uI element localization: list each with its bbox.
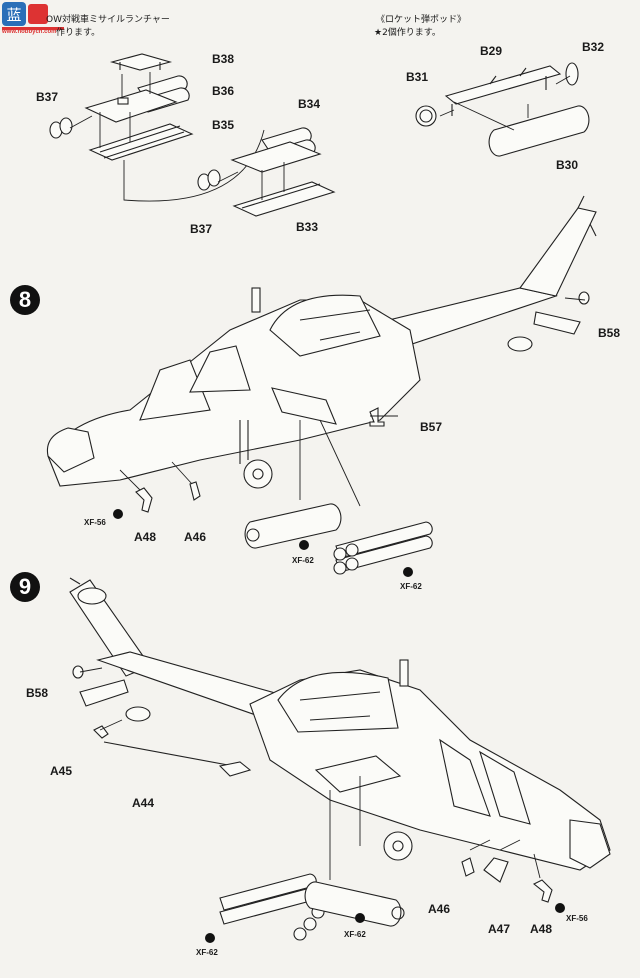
wheel-8 (243, 459, 273, 489)
paint-xf62-tow-step9: XF-62 (196, 948, 218, 957)
step-9-badge: 9 (10, 572, 40, 602)
part-b35-shape (88, 123, 194, 161)
helicopter-step9 (69, 577, 611, 943)
carriage-upper-shape (84, 89, 178, 123)
rocket-pod-note: ★2個作ります。 (374, 28, 441, 38)
tow-launcher-title: OW対戦車ミサイルランチャー (46, 15, 170, 25)
part-b31-shape (415, 105, 437, 127)
rocket-pod-diagram (415, 62, 590, 157)
label-b37-lower: B37 (190, 222, 213, 236)
part-a46b-shape (461, 857, 475, 877)
tail-fin-8 (519, 207, 597, 297)
logo-url: www.hobbycn.com (2, 29, 57, 35)
part-b58a-shape (578, 291, 590, 305)
step-8-badge: 8 (10, 285, 40, 315)
label-a48-step9: A48 (530, 922, 553, 936)
carriage-lower-shape (230, 141, 322, 173)
paint-xf56-step8: XF-56 (84, 518, 106, 527)
logo-glyph: 蓝 (6, 6, 21, 24)
paint-xf62-rocket-step8: XF-62 (292, 556, 314, 565)
hobbycn-logo: 蓝 (0, 0, 66, 30)
paint-xf56-step9: XF-56 (566, 914, 588, 923)
label-b32: B32 (582, 40, 605, 54)
label-b58-step8: B58 (598, 326, 621, 340)
tow-launcher-note: 作ります。 (56, 28, 101, 38)
tow-launcher-diagram (49, 53, 336, 217)
label-b33: B33 (296, 220, 319, 234)
label-b35: B35 (212, 118, 235, 132)
part-a46a-shape (189, 481, 201, 501)
label-b31: B31 (406, 70, 429, 84)
stub-wing-9 (314, 755, 402, 793)
part-b30-shape (488, 105, 590, 157)
label-b36: B36 (212, 84, 235, 98)
part-b33-shape (232, 181, 336, 217)
wheel-9 (383, 831, 413, 861)
part-b38-shape (109, 53, 173, 71)
label-a46-step8: A46 (184, 530, 207, 544)
label-a46-step9: A46 (428, 902, 451, 916)
rocket-pod-9 (304, 881, 402, 927)
part-a47-shape (483, 857, 509, 883)
part-b32-shape (565, 62, 579, 86)
part-a45-shape (93, 725, 109, 739)
rocket-pod-8 (244, 503, 342, 549)
label-b57: B57 (420, 420, 443, 434)
label-a48-step8: A48 (134, 530, 157, 544)
label-b29: B29 (480, 44, 503, 58)
part-b29-shape (444, 65, 562, 105)
label-b58-step9: B58 (26, 686, 49, 700)
label-b34: B34 (298, 97, 321, 111)
part-b58b-shape (72, 665, 84, 679)
part-a48a-shape (135, 487, 153, 513)
part-a48b-shape (532, 879, 553, 903)
part-b57-shape (369, 407, 385, 427)
part-a44-shape (103, 741, 245, 769)
label-a47: A47 (488, 922, 511, 936)
label-b37-upper: B37 (36, 90, 59, 104)
rocket-pod-title: 《ロケット弾ポッド》 (376, 15, 467, 25)
stub-wing-8 (271, 387, 337, 425)
label-a44: A44 (132, 796, 155, 810)
paint-xf62-tow-step8: XF-62 (400, 582, 422, 591)
label-b38: B38 (212, 52, 235, 66)
label-b30: B30 (556, 158, 579, 172)
tow-launcher-8 (335, 521, 433, 559)
helicopter-step8 (46, 195, 597, 577)
paint-xf62-rocket-step9: XF-62 (344, 930, 366, 939)
label-a45: A45 (50, 764, 73, 778)
